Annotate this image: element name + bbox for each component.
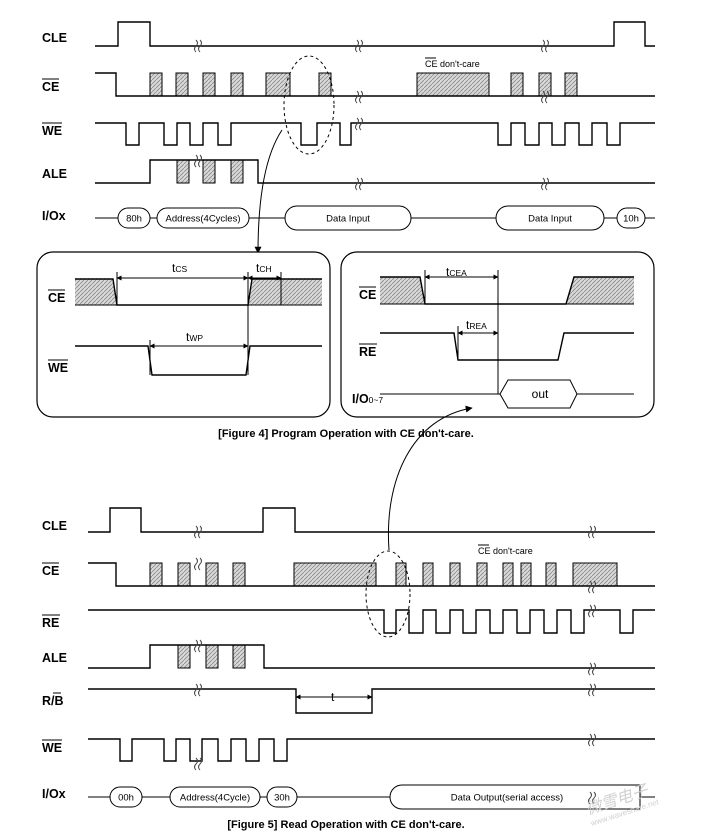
fig4-ce-dont-care-note: CE don't-care: [425, 59, 480, 69]
fig5-ale-wave: [88, 644, 655, 669]
fig4-ale-wave: [95, 159, 655, 184]
fig5-bus-00h: [109, 786, 143, 808]
fig4-twp-label: tWP: [186, 330, 203, 344]
fig4-bus-address: [156, 207, 250, 229]
fig4-bus-data-input-2: [495, 205, 605, 231]
fig4-io-bus: 80h Address(4Cycles) Data Input Data Inp…: [95, 205, 655, 231]
fig5-ale-label: ALE: [42, 651, 67, 665]
fig4-cle-wave: [95, 21, 655, 47]
read-trea-label: tREA: [466, 318, 487, 332]
fig4-bus-10h-label: 10h: [623, 214, 639, 225]
fig5-break-marks: [194, 525, 596, 805]
fig4-we-wave: [95, 122, 655, 146]
fig4-bus-80h-label: 80h: [126, 214, 142, 225]
fig5-re-wave: [88, 609, 655, 634]
fig4-ale-label: ALE: [42, 167, 67, 181]
figure-5-read-operation: CLE CE RE ALE R/B WE I/Ox C: [42, 507, 655, 831]
fig4-inset-ce-label: CE: [48, 291, 65, 305]
fig4-inset-we-wave: [75, 345, 322, 376]
fig5-re-label: RE: [42, 616, 59, 630]
fig5-rb-wave: [88, 688, 655, 714]
fig5-we-label: WE: [42, 741, 62, 755]
fig4-connector-arrow: [254, 129, 283, 254]
fig5-ce-label: CE: [42, 564, 59, 578]
read-inset-panel: CE RE I/O0~7 out tCEA tREA: [340, 251, 655, 418]
fig4-bus-data-input-1: [284, 205, 412, 231]
fig4-tcs-label: tCS: [172, 261, 187, 275]
read-inset-io-label: I/O0~7: [352, 392, 383, 406]
fig4-break-marks: [194, 39, 549, 191]
fig5-ce-dont-care-note: CE don't-care: [478, 546, 533, 556]
fig5-io-bus: 00h Address(4Cycle) 30h Data Output(seri…: [88, 784, 655, 810]
fig5-we-wave: [88, 738, 655, 762]
read-tcea-label: tCEA: [446, 265, 467, 279]
fig5-busy-t-label: t: [331, 690, 335, 704]
fig4-inset-we-label: WE: [48, 361, 68, 375]
fig5-io-label: I/Ox: [42, 787, 66, 801]
fig4-caption: [Figure 4] Program Operation with CE don…: [218, 428, 474, 440]
fig5-bus-data-output: [389, 784, 641, 810]
fig4-bus-data-input-1-label: Data Input: [326, 214, 370, 225]
figure-4-program-operation: CLE CE WE ALE I/Ox CE don't-care: [36, 21, 655, 440]
fig4-cle-label: CLE: [42, 31, 67, 45]
fig4-ce-wave: [95, 72, 655, 97]
fig5-bus-30h: [266, 786, 298, 808]
fig5-caption: [Figure 5] Read Operation with CE don't-…: [227, 819, 464, 831]
fig4-bus-address-label: Address(4Cycles): [166, 214, 241, 225]
read-inset-out-label: out: [532, 387, 549, 401]
read-inset-re-label: RE: [359, 345, 376, 359]
read-inset-re-wave: [380, 332, 634, 361]
fig4-bus-data-input-2-label: Data Input: [528, 214, 572, 225]
fig5-bus-30h-label: 30h: [274, 793, 290, 804]
fig4-inset-panel: CE WE tCS tCH tWP: [36, 251, 331, 418]
fig4-bus-80h: [117, 207, 151, 229]
fig5-connector-arrow: [387, 405, 473, 551]
fig5-bus-00h-label: 00h: [118, 793, 134, 804]
fig5-cle-wave: [88, 507, 655, 533]
fig5-bus-data-output-label: Data Output(serial access): [451, 793, 563, 804]
fig5-ce-wave: [88, 562, 655, 587]
fig4-bus-10h: [616, 207, 646, 229]
fig5-rb-label: R/B: [42, 694, 64, 708]
fig4-tch-label: tCH: [256, 261, 272, 275]
fig4-highlight-ellipse: [283, 55, 335, 155]
read-inset-ce-label: CE: [359, 288, 376, 302]
read-inset-out-bus: [499, 379, 578, 409]
fig4-ce-label: CE: [42, 80, 59, 94]
fig4-we-label: WE: [42, 124, 62, 138]
fig5-bus-address-label: Address(4Cycle): [180, 793, 250, 804]
fig5-bus-address: [169, 786, 261, 808]
fig5-cle-label: CLE: [42, 519, 67, 533]
fig5-highlight-ellipse: [365, 550, 411, 638]
fig4-io-label: I/Ox: [42, 209, 66, 223]
